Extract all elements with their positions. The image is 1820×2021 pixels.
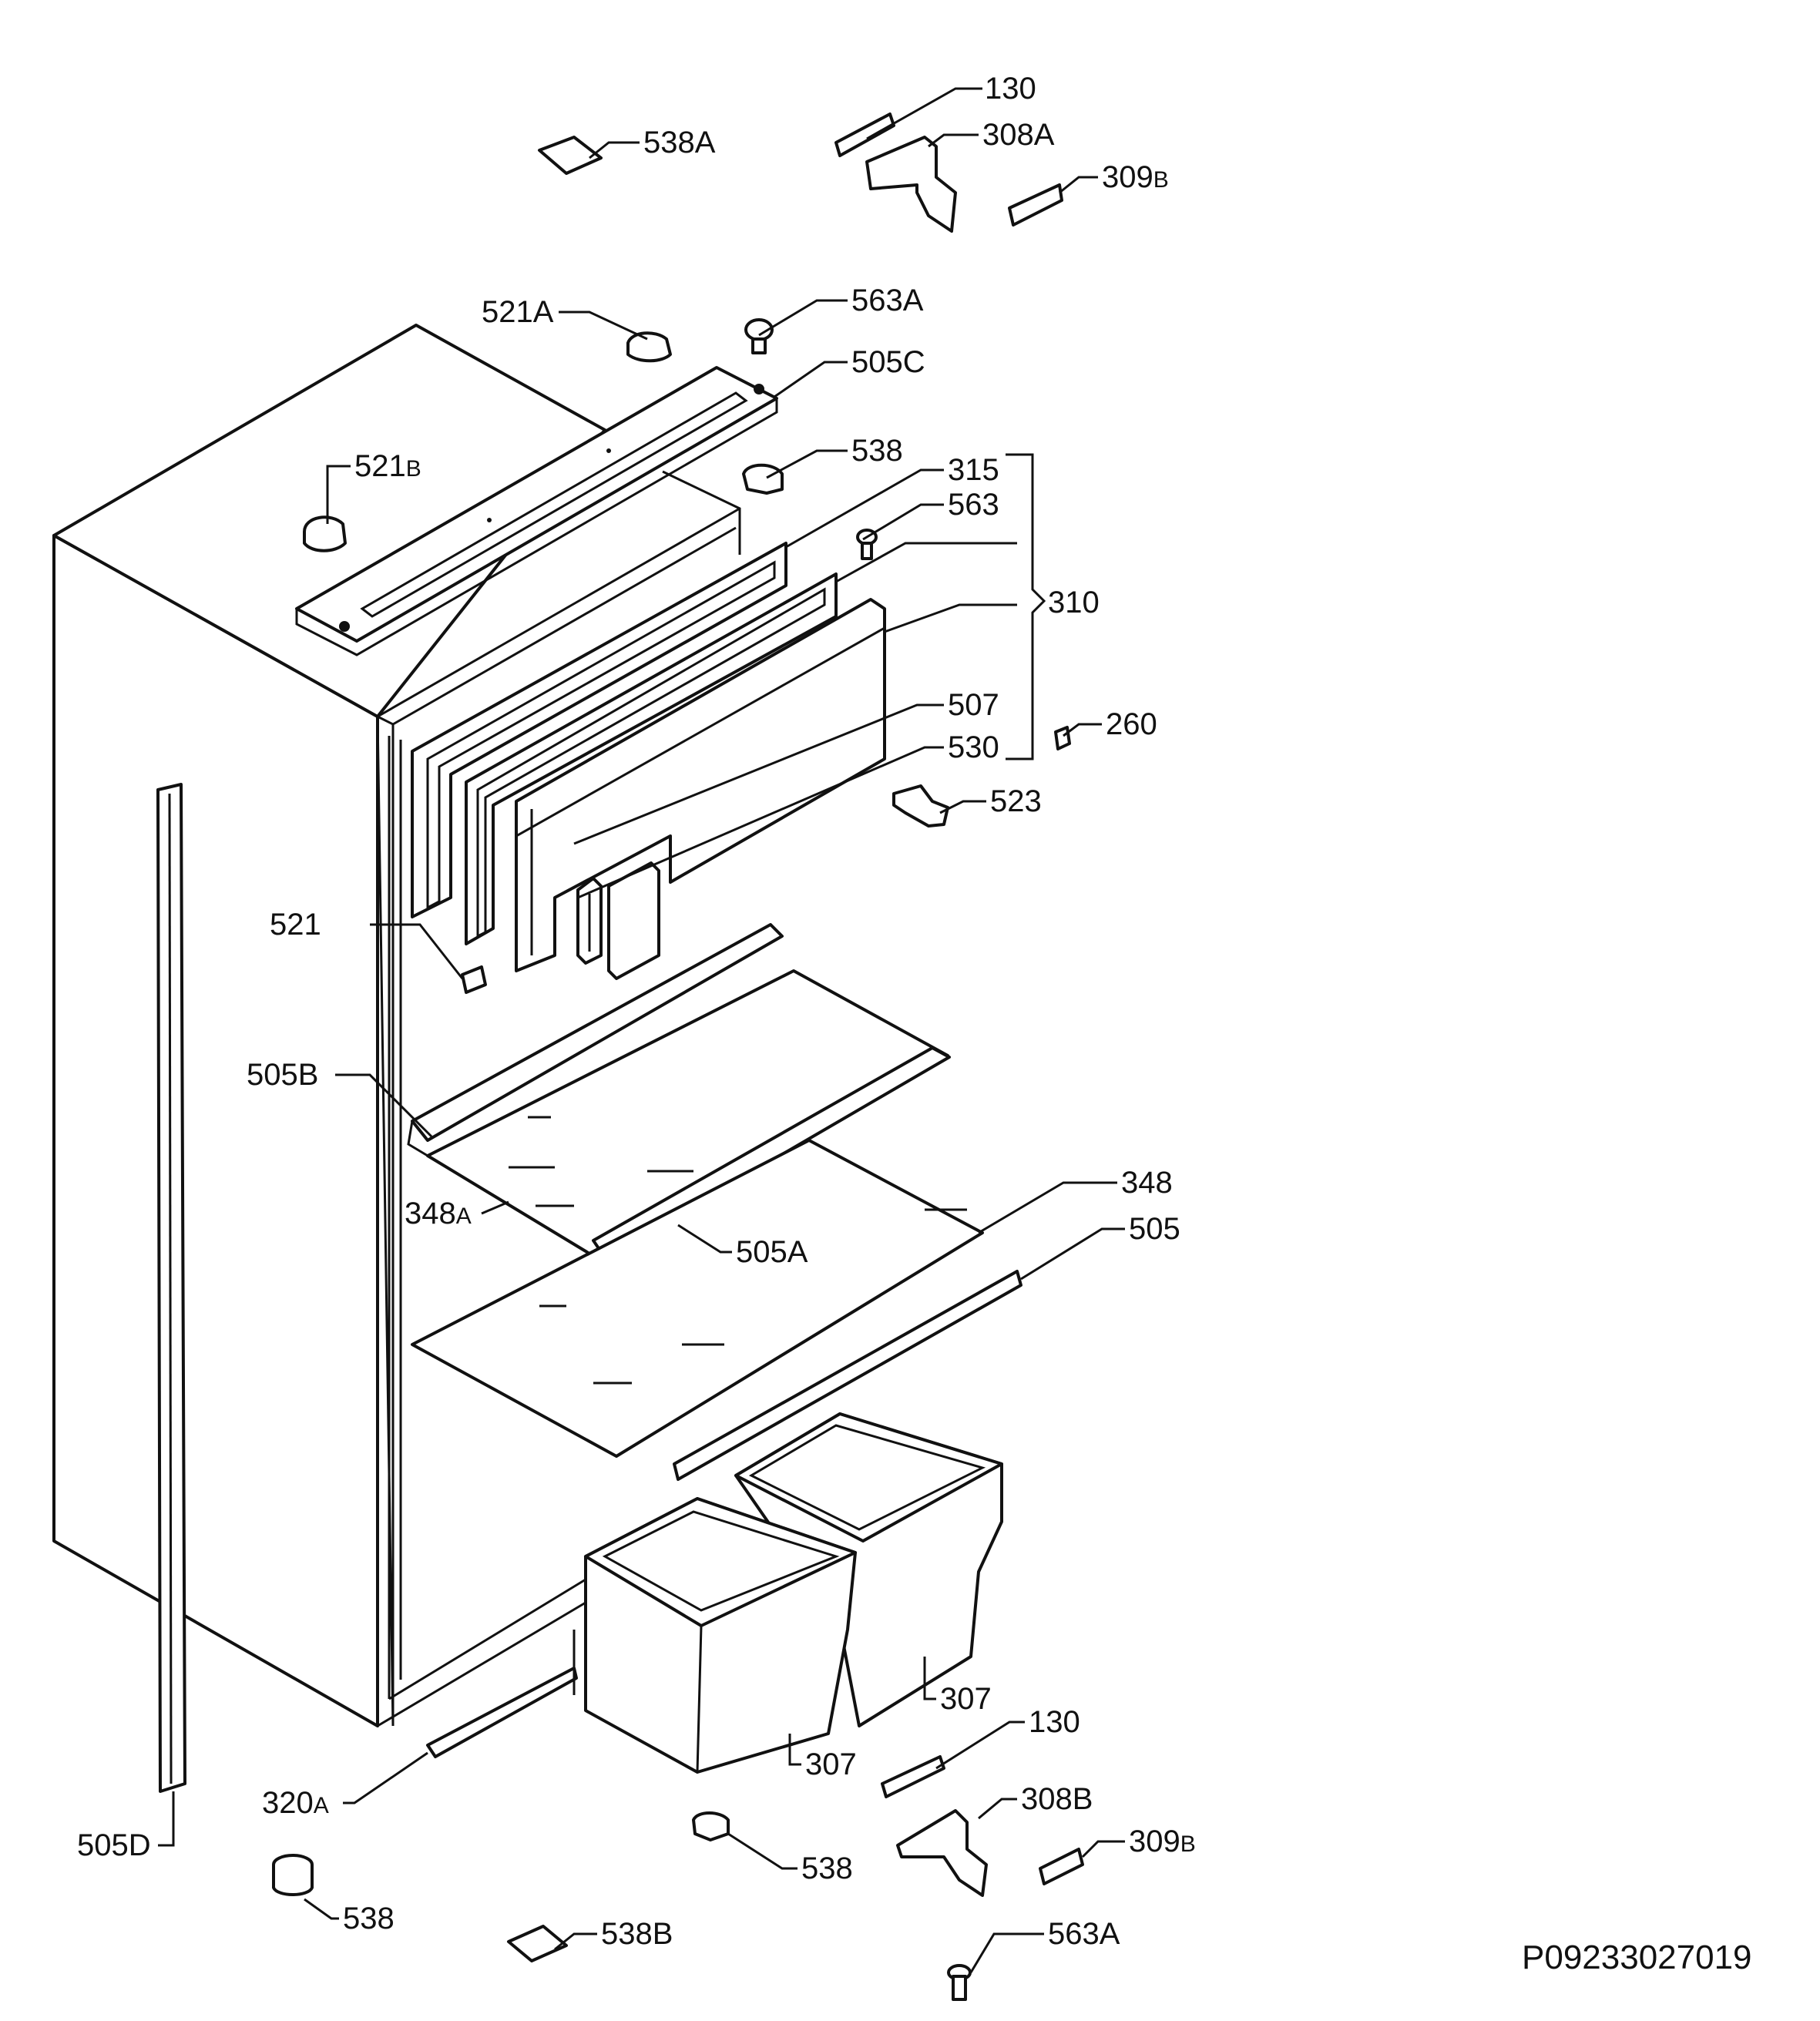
cover-plate-309b-top bbox=[1008, 183, 1063, 227]
callout-309b-bottom: 309B bbox=[1129, 1825, 1196, 1858]
callout-505: 505 bbox=[1129, 1212, 1180, 1246]
callout-130-top: 130 bbox=[985, 72, 1036, 106]
callout-521a: 521A bbox=[482, 295, 554, 329]
callout-130-bottom: 130 bbox=[1029, 1705, 1080, 1739]
leader-lines bbox=[158, 87, 1125, 1973]
hinge-cover-130-bottom bbox=[881, 1755, 945, 1798]
bottom-vent-strip-320a bbox=[426, 1630, 578, 1758]
callout-505a: 505A bbox=[736, 1235, 808, 1269]
callout-530: 530 bbox=[948, 730, 999, 764]
clip-260 bbox=[1054, 726, 1071, 750]
callout-505b: 505B bbox=[247, 1058, 318, 1092]
plug-521 bbox=[461, 965, 487, 994]
callout-260: 260 bbox=[1106, 707, 1157, 741]
crisper-drawer-back bbox=[734, 1412, 1003, 1727]
top-cover-plate-505c bbox=[295, 366, 778, 656]
callout-308a: 308A bbox=[982, 118, 1055, 152]
callout-320a: 320A bbox=[262, 1786, 329, 1820]
glass-shelf-lower bbox=[411, 1139, 984, 1458]
callout-521b: 521B bbox=[354, 449, 421, 483]
screw-563a-top bbox=[744, 318, 774, 354]
callout-307-back: 307 bbox=[940, 1682, 992, 1716]
callout-307-front: 307 bbox=[805, 1747, 857, 1781]
callout-521: 521 bbox=[270, 908, 321, 942]
hinge-pin-538-top bbox=[742, 463, 784, 495]
callout-505c: 505C bbox=[851, 345, 925, 379]
cap-521a bbox=[626, 331, 672, 363]
callout-348: 348 bbox=[1121, 1166, 1173, 1200]
freezer-compartment-assembly bbox=[411, 542, 886, 980]
callout-308b: 308B bbox=[1021, 1782, 1093, 1816]
clip-538a bbox=[538, 136, 603, 175]
cover-plate-309b-bottom bbox=[1039, 1848, 1084, 1885]
cap-521b bbox=[303, 515, 347, 552]
callout-523: 523 bbox=[990, 784, 1042, 818]
callout-538-bottom: 538 bbox=[801, 1851, 853, 1885]
callout-labels: 130 308A 309B 538A 521A 563A 505C 521B 5… bbox=[77, 72, 1196, 1951]
callout-563: 563 bbox=[948, 488, 999, 522]
callout-310: 310 bbox=[1048, 586, 1100, 619]
callout-538-foot: 538 bbox=[343, 1902, 395, 1935]
callout-538b: 538B bbox=[601, 1917, 673, 1951]
lamp-holder-523 bbox=[892, 784, 949, 828]
drawing-reference-code: P09233027019 bbox=[1522, 1939, 1752, 1976]
hinge-pin-538-bottom bbox=[692, 1811, 730, 1841]
lower-hinge-308b bbox=[896, 1809, 988, 1897]
callout-538a: 538A bbox=[643, 126, 716, 159]
clip-538b bbox=[507, 1925, 568, 1962]
crisper-drawer-front bbox=[584, 1497, 857, 1774]
upper-hinge-308a bbox=[865, 136, 957, 233]
screw-563a-bottom bbox=[947, 1964, 972, 2001]
callout-563a-bottom: 563A bbox=[1048, 1917, 1120, 1951]
callout-538-top: 538 bbox=[851, 434, 903, 468]
hinge-cover-130-top bbox=[834, 112, 895, 157]
vertical-door-strip-505d bbox=[156, 783, 186, 1793]
callout-348a: 348A bbox=[405, 1197, 472, 1230]
callout-563a-top: 563A bbox=[851, 284, 924, 317]
shelf-trim-strip-505 bbox=[673, 1270, 1022, 1481]
callout-315: 315 bbox=[948, 453, 999, 487]
assembly-310-bracket bbox=[1006, 453, 1046, 760]
fridge-cabinet bbox=[52, 324, 741, 1727]
callout-309b-top: 309B bbox=[1102, 160, 1169, 194]
callout-507: 507 bbox=[948, 688, 999, 722]
callout-505d: 505D bbox=[77, 1828, 151, 1862]
foot-538 bbox=[272, 1854, 314, 1896]
